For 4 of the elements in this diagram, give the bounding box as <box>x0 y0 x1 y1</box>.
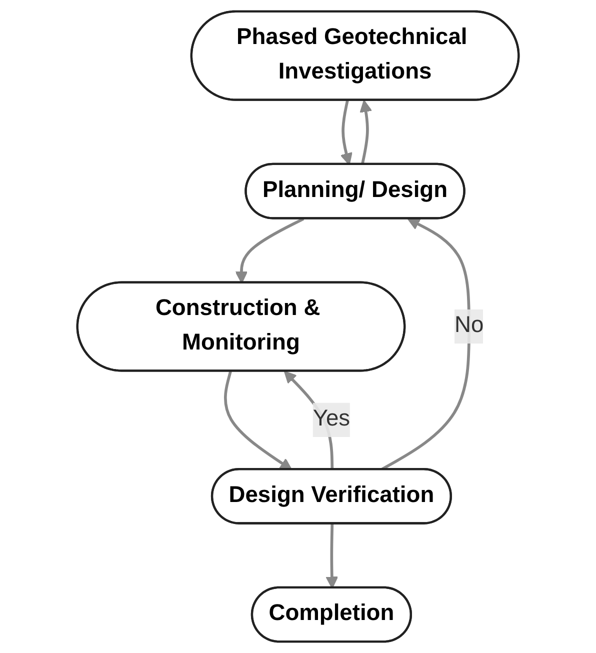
edge-label: Yes <box>312 407 350 432</box>
arrow <box>360 100 372 165</box>
arrow <box>224 371 292 470</box>
edge-label: No <box>454 314 484 338</box>
